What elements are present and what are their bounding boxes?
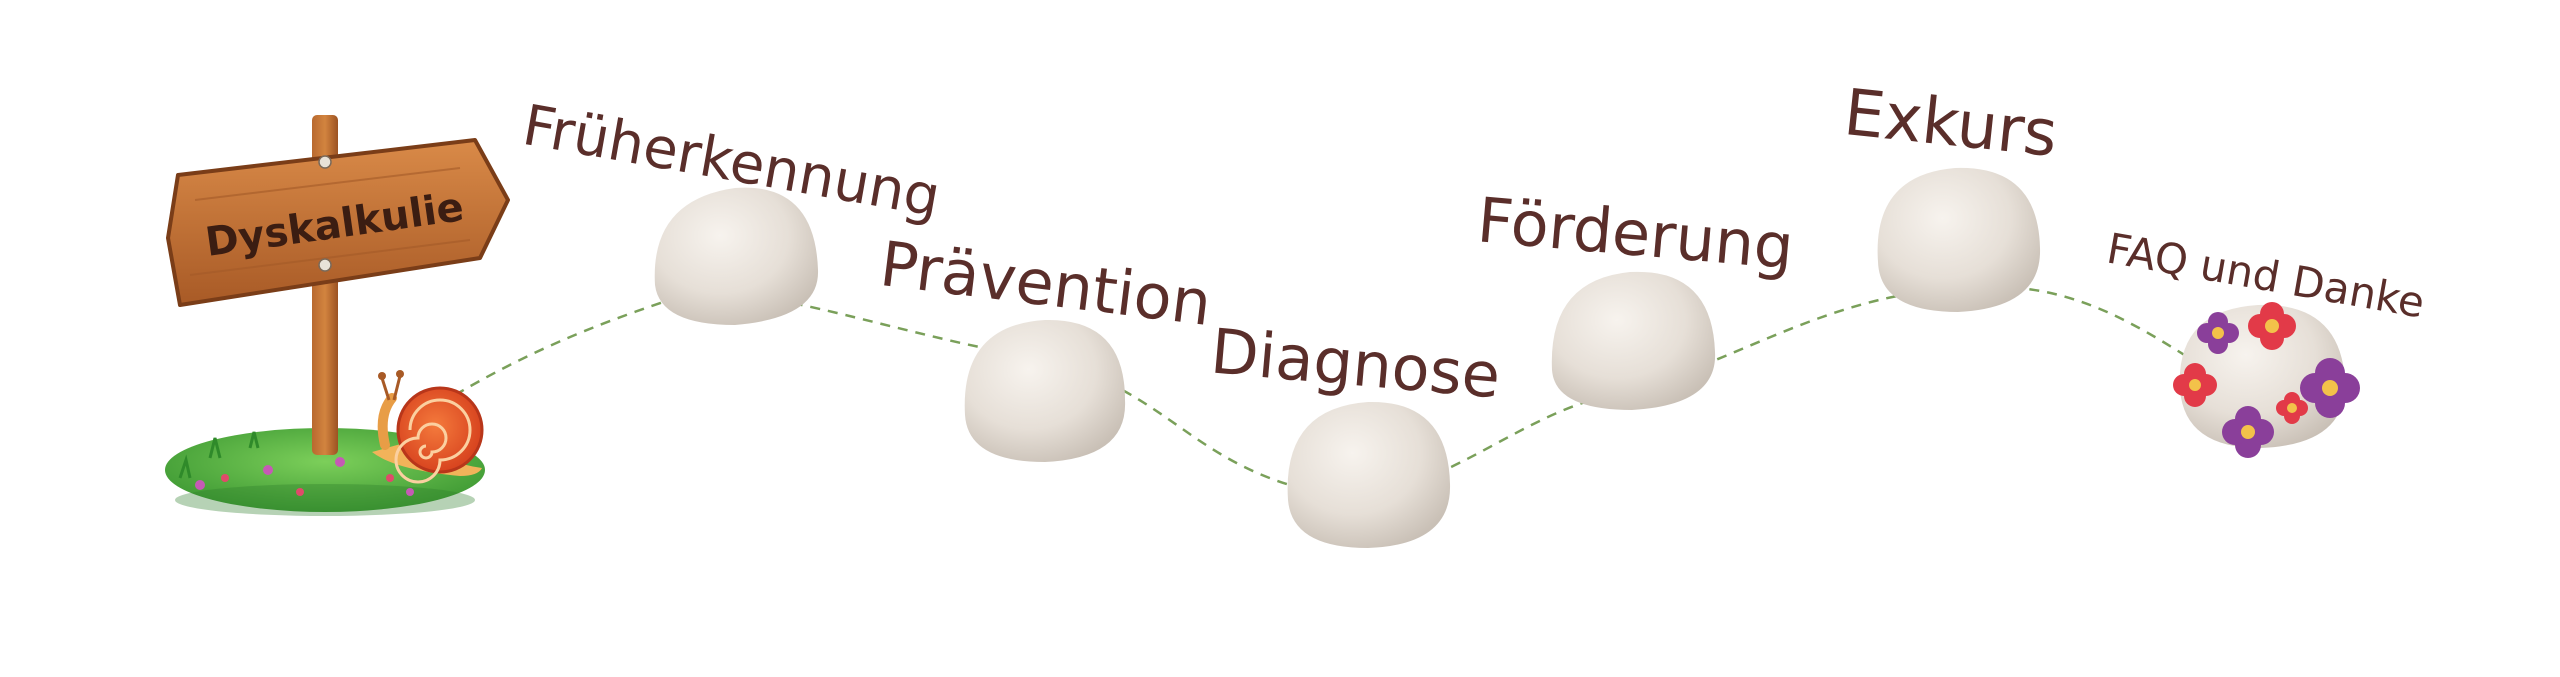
label-diagnose[interactable]: Diagnose (1208, 315, 1503, 413)
stone-praevention[interactable] (964, 319, 1126, 462)
stone-frueherkennung[interactable] (654, 187, 819, 325)
stone-faq-und-danke[interactable] (2173, 302, 2360, 458)
stone-exkurs[interactable] (1877, 167, 2041, 312)
snail-icon (372, 370, 484, 484)
label-foerderung[interactable]: Förderung (1475, 183, 1797, 283)
label-exkurs[interactable]: Exkurs (1841, 76, 2061, 172)
flower-icon (2173, 302, 2360, 458)
stone-diagnose[interactable] (1287, 401, 1451, 548)
wooden-signpost-icon: Dyskalkulie (166, 115, 510, 455)
stone-foerderung[interactable] (1551, 271, 1716, 410)
